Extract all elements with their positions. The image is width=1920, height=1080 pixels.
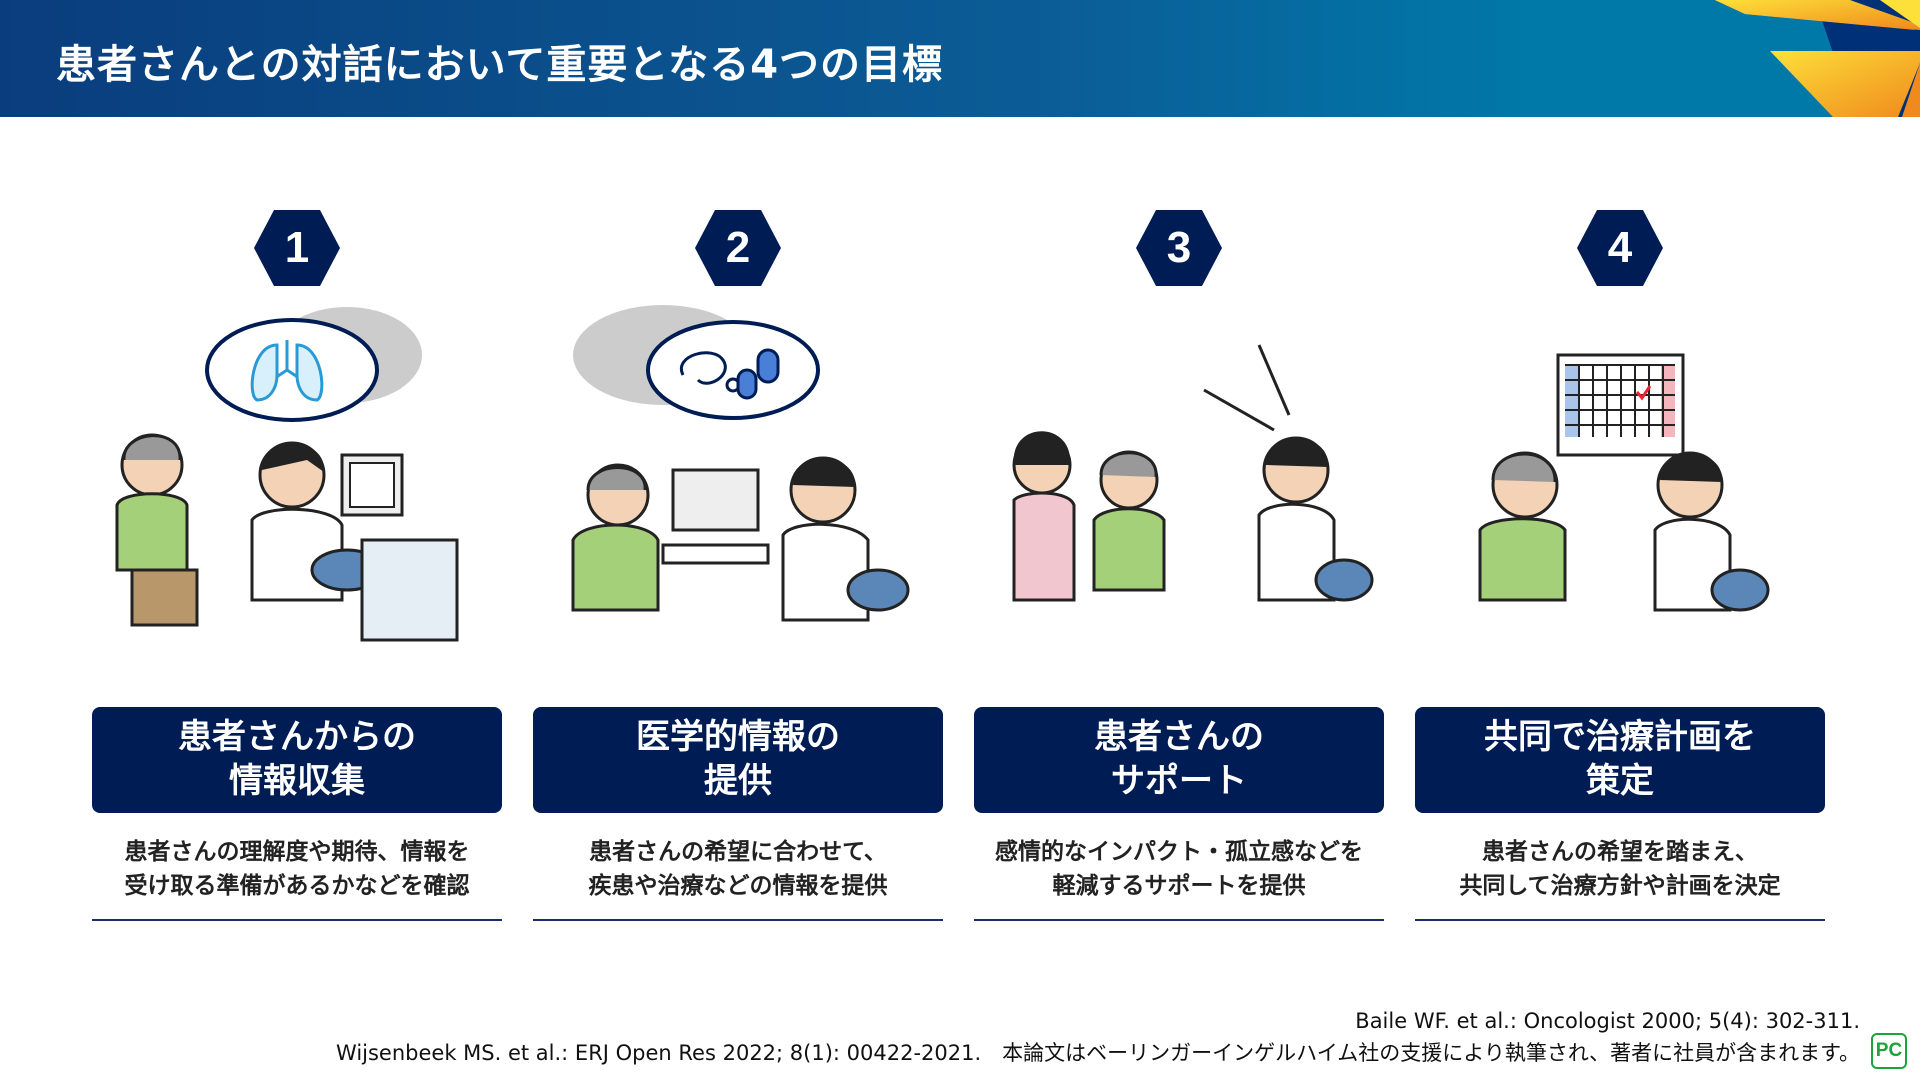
goal-desc-line: 疾患や治療などの情報を提供 — [588, 873, 888, 899]
divider — [974, 919, 1384, 921]
step-number-badge: 2 — [695, 210, 781, 286]
goal-desc-line: 受け取る準備があるかなどを確認 — [124, 873, 470, 899]
step-number: 4 — [1607, 223, 1633, 272]
treatment-plan-illustration — [1478, 353, 1770, 612]
goal-title-box: 共同で治療計画を策定 — [1415, 707, 1825, 813]
goal-desc-line: 患者さんの理解度や期待、情報を — [124, 839, 470, 865]
goal-title-box: 患者さんからの情報収集 — [92, 707, 502, 813]
reference-1: Baile WF. et al.: Oncologist 2000; 5(4):… — [1355, 1009, 1860, 1033]
goal-desc-line: 軽減するサポートを提供 — [1052, 873, 1306, 899]
divider — [533, 919, 943, 921]
header-banner: 患者さんとの対話において重要となる4つの目標 — [0, 0, 1920, 117]
goal-desc-line: 感情的なインパクト・孤立感などを — [995, 839, 1363, 865]
goal-desc-line: 共同して治療方針や計画を決定 — [1459, 873, 1781, 899]
reference-2: Wijsenbeek MS. et al.: ERJ Open Res 2022… — [336, 1041, 1860, 1065]
doctor-explaining-illustration — [571, 305, 910, 622]
goal-title-line: 提供 — [704, 761, 772, 801]
step-number: 2 — [725, 223, 751, 272]
goal-description: 患者さんの希望に合わせて、疾患や治療などの情報を提供 — [533, 835, 943, 903]
goal-title-line: 医学的情報の — [636, 717, 840, 757]
goal-title-line: サポート — [1111, 761, 1247, 801]
goal-description: 感情的なインパクト・孤立感などを軽減するサポートを提供 — [974, 835, 1384, 903]
divider — [1415, 919, 1825, 921]
page-title: 患者さんとの対話において重要となる4つの目標 — [56, 42, 944, 88]
goal-title-box: 医学的情報の提供 — [533, 707, 943, 813]
step-number-badge: 4 — [1577, 210, 1663, 286]
step-number: 3 — [1166, 223, 1192, 272]
step-number-badge: 3 — [1136, 210, 1222, 286]
goal-title-line: 共同で治療計画を — [1484, 717, 1756, 757]
pc-logo-icon: PC — [1871, 1033, 1907, 1069]
goal-desc-line: 患者さんの希望を踏まえ、 — [1482, 839, 1758, 865]
step-number-badge: 1 — [254, 210, 340, 286]
goal-title-line: 患者さんの — [1094, 717, 1264, 757]
goal-title-line: 患者さんからの — [178, 717, 416, 757]
lungs-icon — [250, 340, 324, 402]
stethoscope-pills-icon — [679, 348, 780, 400]
calendar-icon — [1556, 353, 1685, 457]
goal-description: 患者さんの希望を踏まえ、共同して治療方針や計画を決定 — [1415, 835, 1825, 903]
goal-description: 患者さんの理解度や期待、情報を受け取る準備があるかなどを確認 — [92, 835, 502, 903]
goal-desc-line: 患者さんの希望に合わせて、 — [589, 839, 887, 865]
goal-title-line: 情報収集 — [229, 761, 365, 801]
divider — [92, 919, 502, 921]
patient-doctor-conversation-illustration — [115, 307, 459, 642]
encouraging-doctor-icon — [1203, 344, 1291, 432]
goal-title-line: 策定 — [1586, 761, 1654, 801]
decorative-stripes — [1715, 0, 1920, 117]
goal-title-box: 患者さんのサポート — [974, 707, 1384, 813]
step-number: 1 — [284, 223, 310, 272]
support-illustration — [1012, 344, 1374, 602]
